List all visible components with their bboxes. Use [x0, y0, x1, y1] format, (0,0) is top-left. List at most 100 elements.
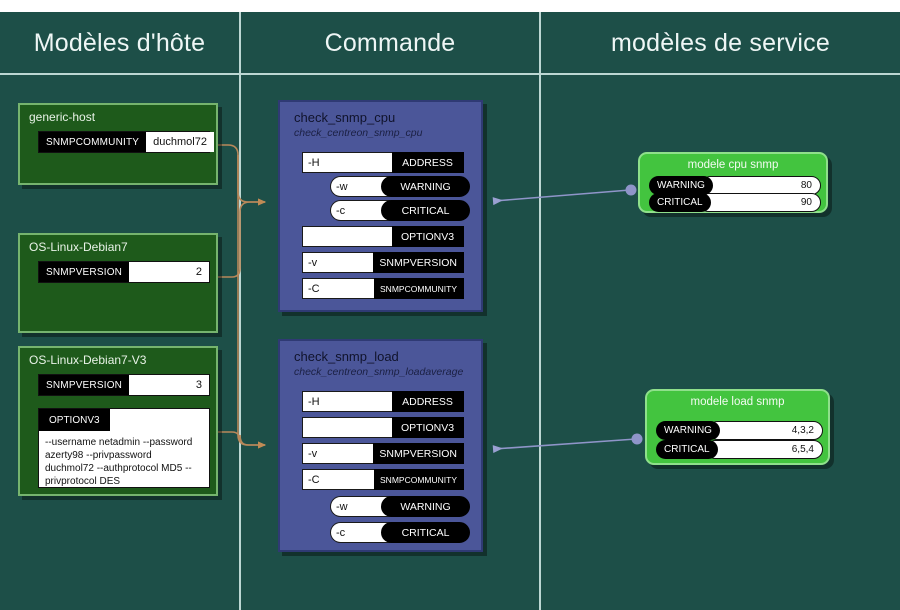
macro-row[interactable]: SNMPVERSION 2 [38, 261, 210, 283]
column-header-service-templates: modèles de service [541, 12, 900, 74]
command-binary: check_centreon_snmp_cpu [294, 127, 423, 139]
macro-key: OPTIONV3 [39, 409, 110, 431]
service-macro-row[interactable]: WARNING 80 [649, 176, 821, 195]
command-arg-row[interactable]: -H ADDRESS [302, 391, 464, 412]
arg-macro: ADDRESS [392, 152, 464, 173]
command-card[interactable]: check_snmp_cpu check_centreon_snmp_cpu -… [278, 100, 487, 316]
card-body: check_snmp_cpu check_centreon_snmp_cpu -… [278, 100, 483, 312]
macro-value: duchmol72 [146, 132, 214, 152]
arg-option: -v [302, 443, 374, 464]
arg-option: -c [330, 522, 392, 543]
column-title: modèles de service [611, 28, 830, 57]
arg-macro: SNMPCOMMUNITY [374, 469, 464, 490]
arg-option: -w [330, 496, 392, 517]
card-body: check_snmp_load check_centreon_snmp_load… [278, 339, 483, 552]
macro-key: CRITICAL [649, 193, 711, 212]
arg-macro: WARNING [381, 496, 470, 517]
macro-value: 3 [129, 375, 209, 395]
column-divider-1 [239, 12, 241, 610]
link-debian7v3-to-load [218, 431, 266, 449]
command-arg-row[interactable]: -w WARNING [330, 496, 470, 517]
arg-macro: SNMPVERSION [373, 252, 464, 273]
service-template-card[interactable]: modele cpu snmp WARNING 80 CRITICAL 90 [638, 152, 832, 217]
host-template-card[interactable]: OS-Linux-Debian7-V3 SNMPVERSION 3 OPTION… [18, 346, 222, 500]
host-template-title: OS-Linux-Debian7-V3 [29, 353, 147, 367]
arg-macro: ADDRESS [392, 391, 464, 412]
macro-value: 2 [129, 262, 209, 282]
column-header-command: Commande [241, 12, 539, 74]
arg-option: -H [302, 391, 392, 412]
service-template-title: modele load snmp [690, 396, 785, 408]
arg-macro: CRITICAL [381, 522, 470, 543]
command-arg-row[interactable]: -H ADDRESS [302, 152, 464, 173]
command-arg-row[interactable]: -v SNMPVERSION [302, 443, 464, 464]
service-macro-row[interactable]: WARNING 4,3,2 [656, 421, 823, 440]
service-template-title: modele cpu snmp [687, 159, 779, 171]
arg-option: -C [302, 278, 375, 299]
column-divider-2 [539, 12, 541, 610]
host-template-title: OS-Linux-Debian7 [29, 240, 128, 254]
arg-macro: WARNING [381, 176, 470, 197]
macro-key: WARNING [656, 421, 720, 440]
host-template-card[interactable]: generic-host SNMPCOMMUNITY duchmol72 [18, 103, 222, 189]
diagram-board: Modèles d'hôte Commande modèles de servi… [0, 12, 900, 610]
service-macro-row[interactable]: CRITICAL 6,5,4 [656, 440, 823, 459]
host-template-title: generic-host [29, 110, 96, 124]
service-macro-row[interactable]: CRITICAL 90 [649, 193, 821, 212]
arg-option [302, 226, 392, 247]
arg-option: -w [330, 176, 392, 197]
column-title: Commande [324, 28, 456, 57]
command-title: check_snmp_cpu [294, 110, 396, 125]
link-load-service-to-command [492, 438, 637, 454]
command-arg-row[interactable]: OPTIONV3 [302, 417, 464, 438]
arg-macro: OPTIONV3 [392, 417, 464, 438]
arg-macro: OPTIONV3 [392, 226, 464, 247]
link-generic-host-to-cpu [218, 144, 266, 206]
arg-option: -C [302, 469, 375, 490]
command-card[interactable]: check_snmp_load check_centreon_snmp_load… [278, 339, 487, 556]
arg-option: -v [302, 252, 374, 273]
link-cpu-service-to-command [492, 189, 631, 206]
card-body: modele cpu snmp WARNING 80 CRITICAL 90 [638, 152, 828, 213]
macro-value: 6,5,4 [705, 440, 823, 459]
link-spine [237, 155, 266, 449]
macro-key: SNMPVERSION [39, 375, 130, 395]
command-arg-row[interactable]: -C SNMPCOMMUNITY [302, 278, 464, 299]
arg-option: -H [302, 152, 392, 173]
macro-block[interactable]: OPTIONV3 --username netadmin --password … [38, 408, 210, 488]
card-body: OS-Linux-Debian7-V3 SNMPVERSION 3 OPTION… [18, 346, 218, 496]
column-header-host-templates: Modèles d'hôte [0, 12, 239, 74]
macro-key: CRITICAL [656, 440, 718, 459]
command-arg-row[interactable]: -C SNMPCOMMUNITY [302, 469, 464, 490]
link-debian7-to-cpu [218, 198, 266, 278]
command-arg-row[interactable]: OPTIONV3 [302, 226, 464, 247]
command-binary: check_centreon_snmp_loadaverage [294, 366, 464, 378]
link-source-dot [625, 184, 637, 196]
macro-value: --username netadmin --password azerty98 … [45, 437, 193, 487]
macro-value: 4,3,2 [707, 421, 823, 440]
header-divider [0, 73, 900, 75]
card-body: OS-Linux-Debian7 SNMPVERSION 2 [18, 233, 218, 333]
macro-key: SNMPCOMMUNITY [39, 132, 147, 152]
arg-macro: SNMPCOMMUNITY [374, 278, 464, 299]
host-template-card[interactable]: OS-Linux-Debian7 SNMPVERSION 2 [18, 233, 222, 337]
macro-row[interactable]: SNMPCOMMUNITY duchmol72 [38, 131, 214, 153]
command-arg-row[interactable]: -v SNMPVERSION [302, 252, 464, 273]
macro-key: SNMPVERSION [39, 262, 130, 282]
card-body: generic-host SNMPCOMMUNITY duchmol72 [18, 103, 218, 185]
arg-macro: CRITICAL [381, 200, 470, 221]
command-arg-row[interactable]: -c CRITICAL [330, 522, 470, 543]
command-arg-row[interactable]: -w WARNING [330, 176, 470, 197]
card-body: modele load snmp WARNING 4,3,2 CRITICAL … [645, 389, 830, 465]
arg-macro: SNMPVERSION [373, 443, 464, 464]
command-arg-row[interactable]: -c CRITICAL [330, 200, 470, 221]
macro-value: 90 [698, 193, 821, 212]
service-template-card[interactable]: modele load snmp WARNING 4,3,2 CRITICAL … [645, 389, 834, 469]
arg-option [302, 417, 392, 438]
column-title: Modèles d'hôte [33, 28, 206, 57]
arg-option: -c [330, 200, 392, 221]
macro-row[interactable]: SNMPVERSION 3 [38, 374, 210, 396]
command-title: check_snmp_load [294, 349, 399, 364]
link-source-dot [631, 433, 643, 445]
